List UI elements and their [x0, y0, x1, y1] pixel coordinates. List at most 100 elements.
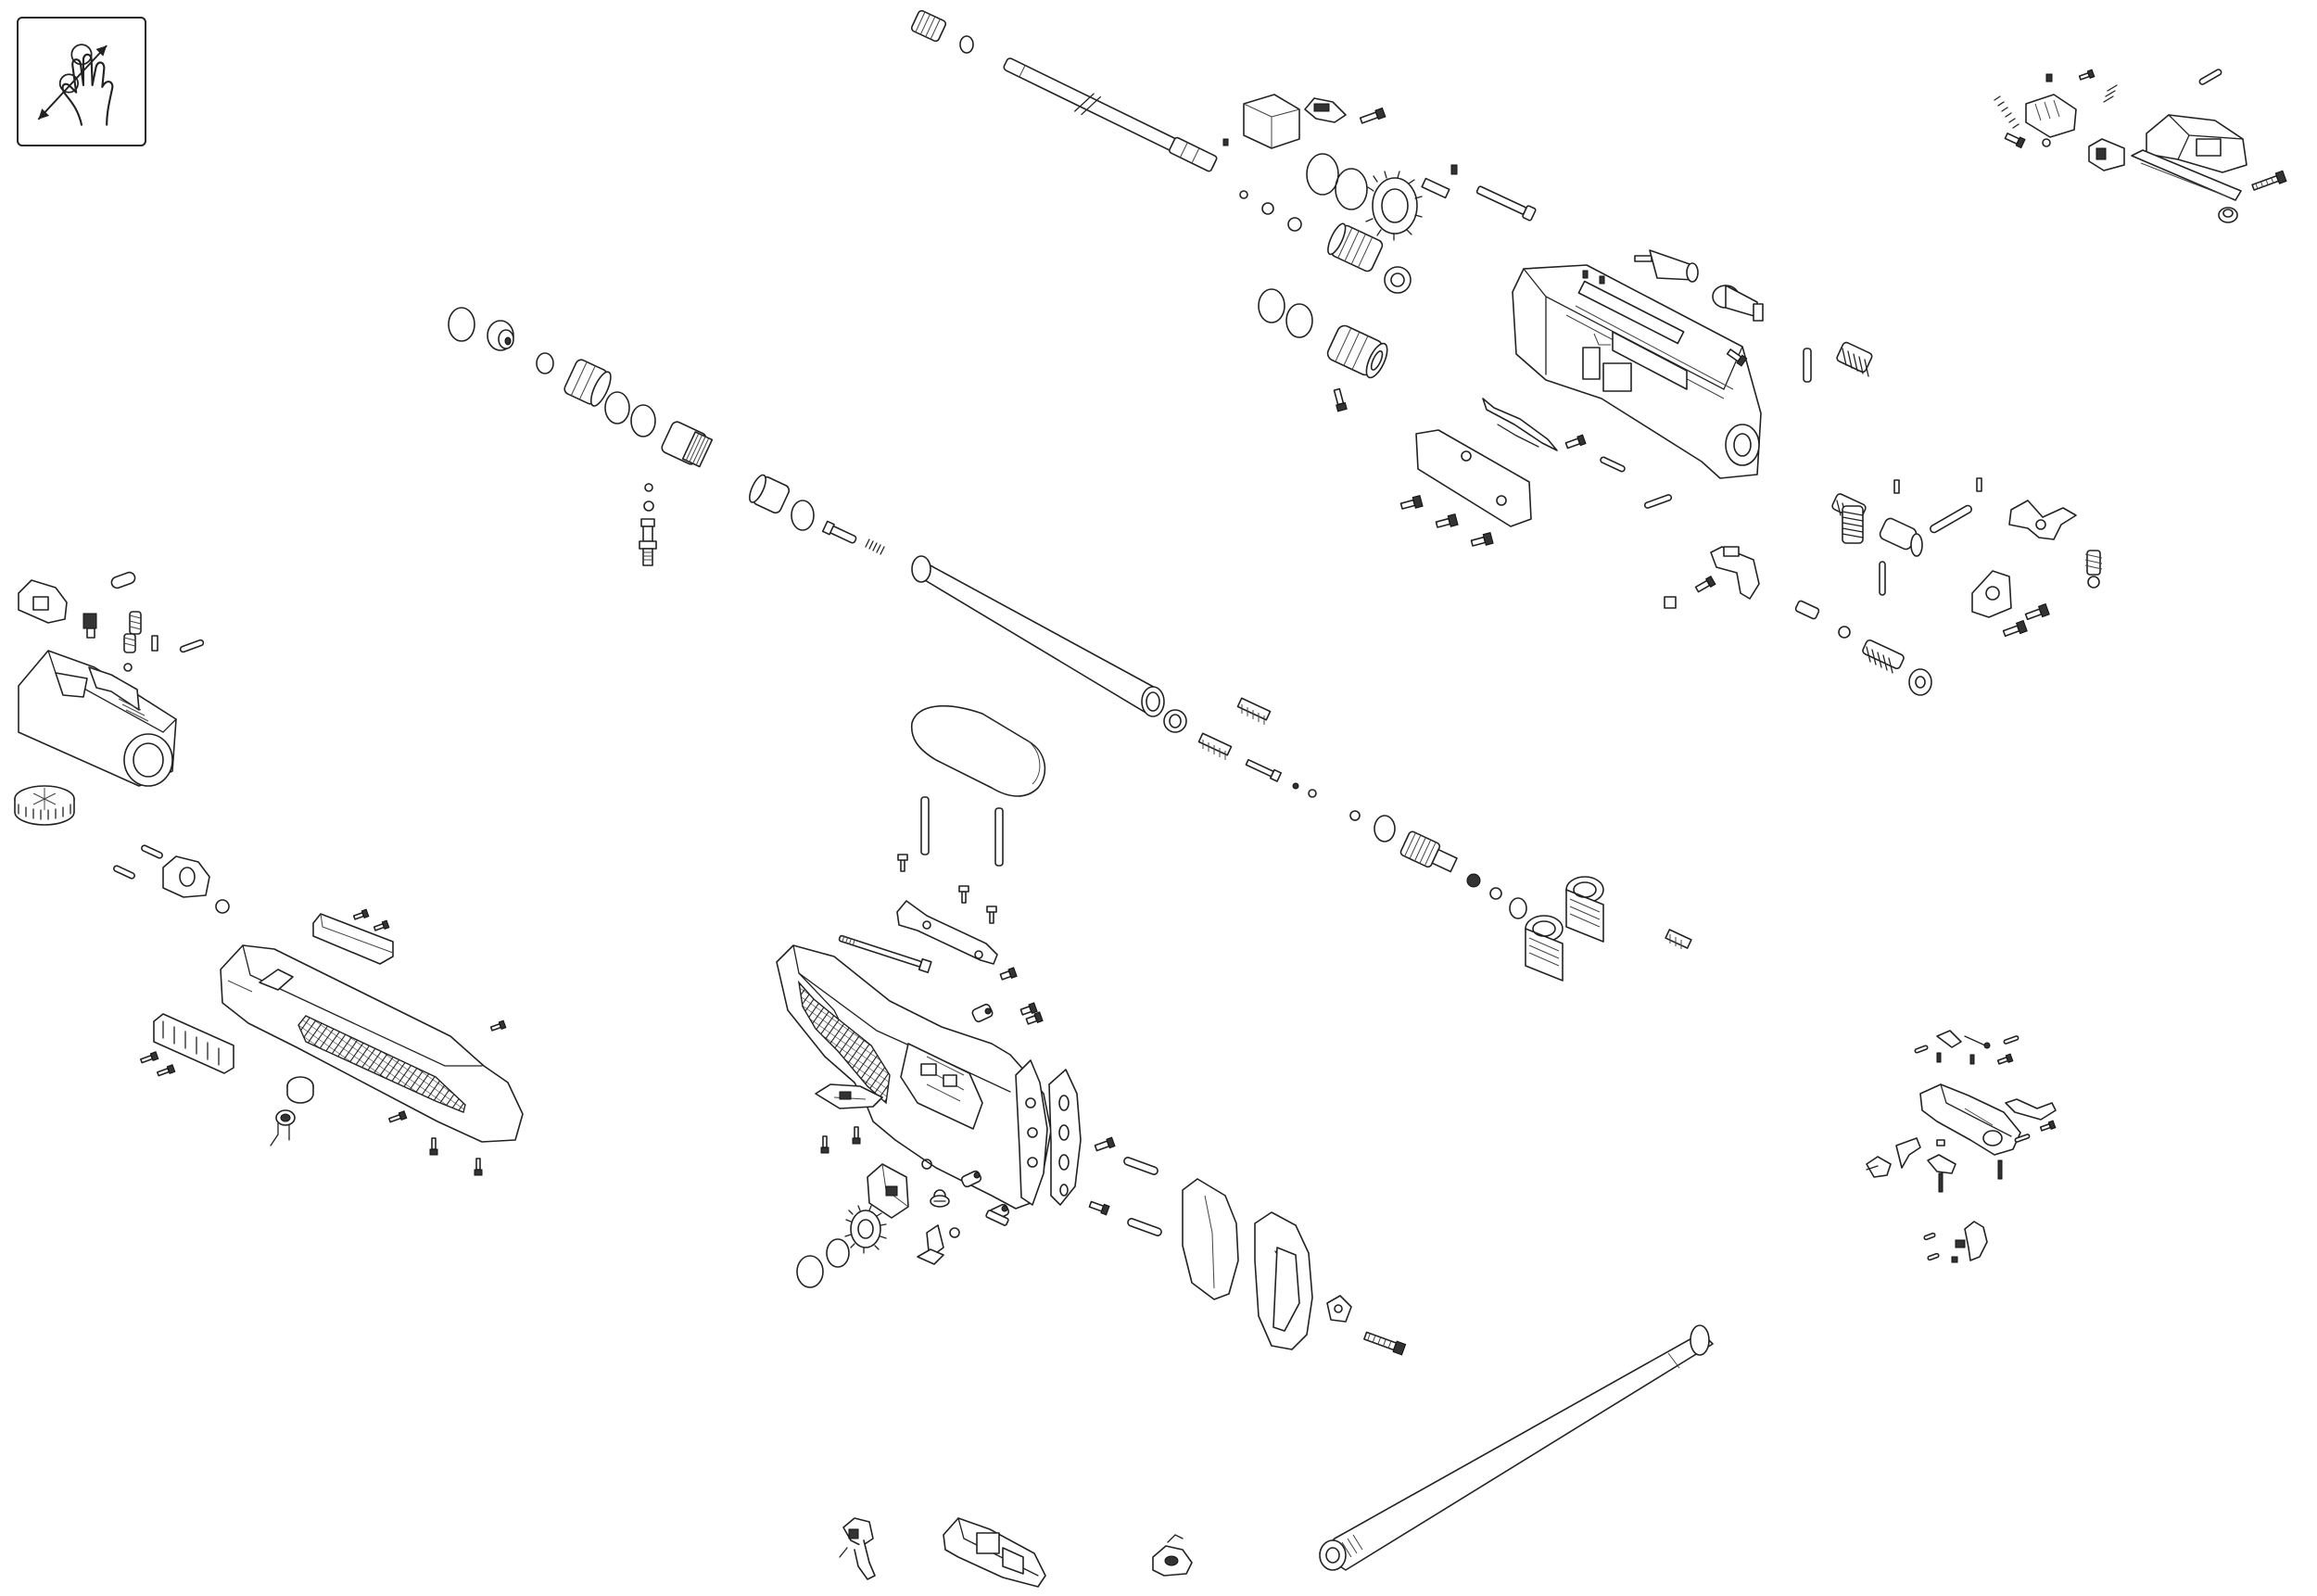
- adjuster-plunger: [2085, 551, 2102, 588]
- small-washer: [2043, 139, 2050, 146]
- sear-spring: [1965, 1036, 1990, 1048]
- trigger-linkage-parts: [1665, 478, 2102, 695]
- regulator-body: [1399, 830, 1459, 877]
- slotted-screw: [931, 1196, 949, 1207]
- small-screw: [959, 886, 969, 903]
- small-washer: [922, 1159, 931, 1169]
- roll-pin: [1600, 456, 1626, 472]
- muzzle-knurled-cap: [910, 9, 946, 42]
- barrel-band: [163, 856, 209, 897]
- small-screw: [490, 1020, 506, 1032]
- pinch-zoom-gesture-icon[interactable]: [17, 17, 146, 146]
- small-screw: [1471, 533, 1493, 549]
- small-screw: [1565, 435, 1586, 450]
- vertical-pin: [1880, 562, 1885, 595]
- small-screw: [1695, 576, 1716, 594]
- valve-housing: [563, 358, 614, 408]
- o-ring: [1510, 898, 1526, 918]
- spring: [1795, 600, 1820, 619]
- detent-pin: [1451, 165, 1457, 174]
- small-screw: [1400, 496, 1423, 512]
- tiny-pin: [1952, 1257, 1957, 1262]
- o-ring: [1336, 169, 1367, 209]
- small-washer: [124, 664, 132, 671]
- spring: [1939, 1173, 1943, 1192]
- small-washer: [644, 501, 653, 511]
- small-screw: [1333, 388, 1348, 412]
- vertical-pin: [1977, 478, 1981, 491]
- grip-cap: [816, 1084, 882, 1108]
- roll-pin: [2198, 69, 2222, 85]
- small-screw: [821, 1136, 829, 1153]
- small-screw: [2040, 1121, 2056, 1133]
- small-washer: [1288, 218, 1301, 231]
- trigger-blade: [1956, 1222, 1987, 1260]
- butt-spacer: [1183, 1179, 1238, 1299]
- safety-lever: [1153, 1535, 1192, 1576]
- o-ring: [605, 392, 629, 424]
- accessory-rail: [313, 914, 393, 964]
- o-ring: [1259, 289, 1285, 323]
- cap-button: [287, 1077, 313, 1103]
- cylindrical-slide: [1879, 517, 1922, 556]
- o-ring: [1286, 304, 1312, 337]
- front-muzzle-group: [15, 571, 204, 825]
- small-screw: [1360, 108, 1386, 125]
- locking-pin: [1713, 285, 1763, 321]
- detent: [83, 614, 96, 638]
- small-screw: [987, 906, 996, 923]
- buttstock-group: [777, 706, 1406, 1355]
- o-ring: [791, 500, 814, 530]
- small-screw: [388, 1111, 407, 1124]
- stock-side-plate: [1016, 1060, 1047, 1205]
- spring: [124, 634, 135, 652]
- small-washer: [1309, 790, 1316, 797]
- small-lever: [2006, 1099, 2056, 1120]
- sling-swivel: [271, 1110, 295, 1146]
- action-block: [943, 1518, 1045, 1587]
- tiny-pin: [152, 636, 158, 651]
- knurled-wheel: [15, 786, 74, 825]
- seal-disc: [1467, 874, 1480, 887]
- barrel-band-block: [1244, 95, 1299, 148]
- small-screw: [1727, 348, 1747, 366]
- spring: [985, 1210, 1008, 1225]
- small-washer: [1240, 191, 1247, 198]
- side-cover-plate: [1416, 430, 1531, 526]
- spring: [1665, 930, 1691, 949]
- forend-stock: [221, 945, 523, 1142]
- small-screw: [475, 1159, 482, 1175]
- small-screw: [374, 920, 389, 932]
- small-washer: [1350, 811, 1360, 820]
- adjuster-block: [867, 1164, 908, 1218]
- hammer-lever: [2009, 500, 2076, 539]
- valve-pin: [823, 521, 858, 545]
- cylindrical-nut: [960, 1170, 981, 1187]
- spring: [1422, 179, 1450, 198]
- main-stock: [777, 945, 1051, 1209]
- small-screw: [1020, 1003, 1037, 1017]
- tiny-pin: [2046, 74, 2052, 82]
- spring: [1998, 1160, 2002, 1179]
- bolt-handle: [1635, 250, 1698, 282]
- roll-pin: [1123, 1157, 1158, 1176]
- roll-pin: [141, 844, 163, 859]
- sight-spring: [2104, 85, 2117, 102]
- tiny-pin: [1937, 1053, 1941, 1062]
- trigger-linkage: [1928, 1155, 1956, 1173]
- o-ring: [797, 1256, 823, 1287]
- roll-pin: [1915, 1045, 1929, 1054]
- end-cap: [487, 321, 513, 350]
- cheek-rest-post: [921, 797, 929, 855]
- top-right-sight-assembly: [1994, 69, 2286, 222]
- vertical-pin: [1804, 348, 1811, 382]
- small-screw: [1997, 1054, 2013, 1066]
- o-ring: [1307, 154, 1338, 195]
- receiver-pin: [1475, 184, 1537, 222]
- small-screw: [157, 1065, 175, 1078]
- cheek-rest: [912, 706, 1045, 796]
- roll-pin: [1127, 1218, 1162, 1237]
- small-screw: [2005, 132, 2025, 148]
- cheek-rest-post: [995, 808, 1003, 866]
